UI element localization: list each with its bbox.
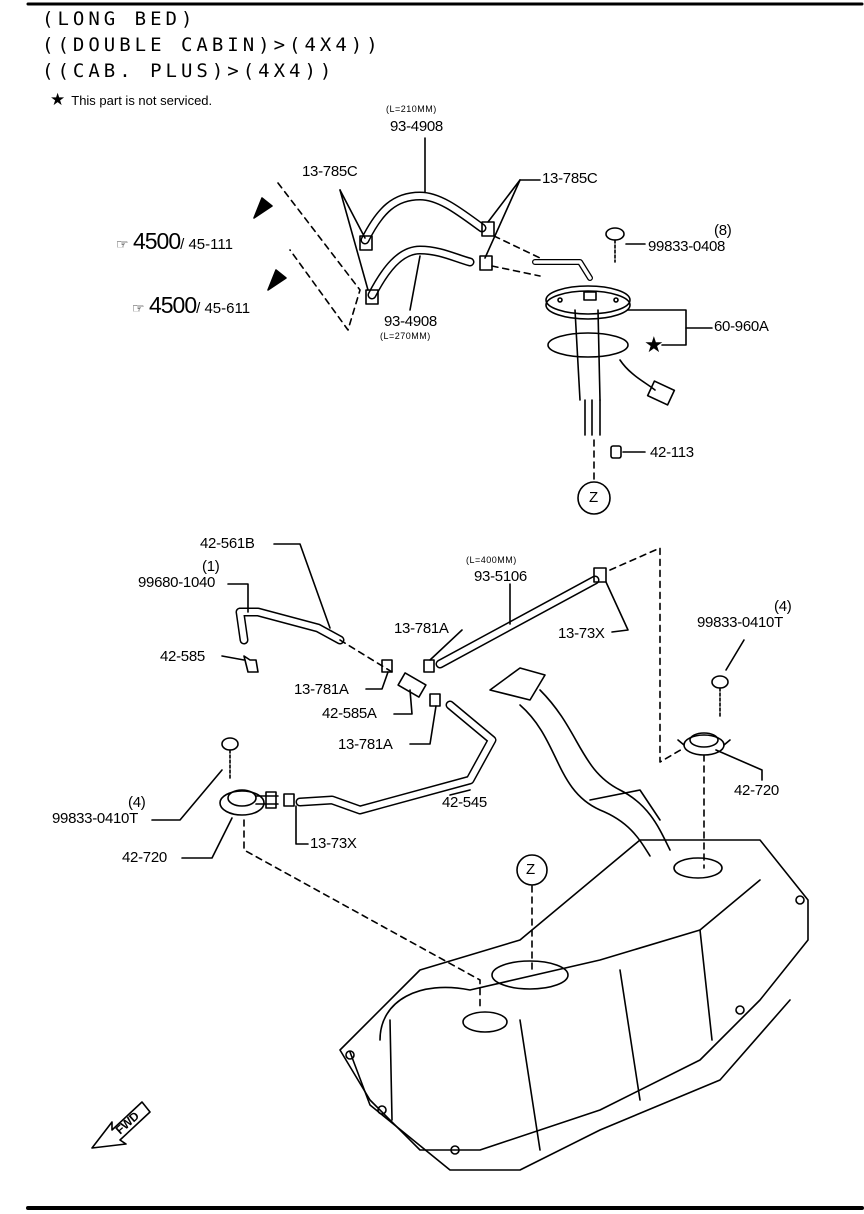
dashed-route-a [277,182,361,331]
label-filter: 42-113 [650,444,694,461]
arrow-2 [267,269,287,291]
clamp-73x-bottom [283,793,295,807]
part-42-585 [243,655,259,673]
label-clamp-right: 13-785C [542,170,598,187]
header-line-1: (LONG BED) [42,8,197,30]
label-clamp-781-b: 13-781A [294,681,349,698]
label-screw: 99833-0408 [648,238,726,255]
label-screw-qty: (8) [714,222,732,239]
label-hose-5106: 93-5106 [474,568,527,585]
valve-42-720-left [219,789,279,816]
clamp-73x-top [593,567,607,583]
pointer-hand-icon: ☞ [116,236,129,252]
label-hose-545: 42-545 [442,794,487,811]
valve-42-720-right [677,732,731,756]
label-valve-left: 42-720 [122,849,167,866]
filler-neck [489,667,671,857]
label-hose-bottom-dim: (L=270MM) [380,331,431,341]
star-icon: ★ [50,90,66,109]
clamp-1 [359,235,373,251]
hose-upper-top [360,191,487,245]
label-screw-qty-right: (4) [774,598,792,615]
screw-0408 [605,227,625,263]
label-hose-top: 93-4908 [390,118,443,135]
ref-4500-45-611: ☞ 4500/ 45-611 [132,292,251,318]
arrow-1 [253,197,273,219]
label-sender: 60-960A [714,318,769,335]
label-callout-z-lower: Z [526,861,535,878]
sender-star-icon: ★ [644,332,664,357]
label-pipe-561: 42-561B [200,535,255,552]
joint-42-585a [381,659,441,707]
label-part-585: 42-585 [160,648,205,665]
label-screw-right: 99833-0410T [697,614,783,631]
label-screw-left: 99833-0410T [52,810,138,827]
header-line-3: ((CAB. PLUS)>(4X4)) [42,60,336,82]
clamp-4 [479,255,493,271]
label-hose-bottom: 93-4908 [384,313,437,330]
label-hose-top-dim: (L=210MM) [386,104,437,114]
ref-4500-45-111: ☞ 4500/ 45-111 [116,228,233,254]
label-clamp-left: 13-785C [302,163,358,180]
pipe-42-561b [235,607,345,645]
label-bolt-qty-left: (1) [202,558,220,575]
callout-z-upper [577,481,611,515]
label-hose-5106-dim: (L=400MM) [466,555,517,565]
screw-left [221,737,239,781]
hose-93-5106 [435,575,600,669]
label-valve-right: 42-720 [734,782,779,799]
hose-42-545 [295,700,497,815]
filter-42-113 [610,445,622,459]
label-clamp-73x-top: 13-73X [558,625,605,642]
label-clamp-781-c: 13-781A [338,736,393,753]
label-screw-qty-left: (4) [128,794,146,811]
label-clamp-73x-bottom: 13-73X [310,835,357,852]
fuel-tank [339,839,809,1171]
note-text: This part is not serviced. [71,93,213,108]
fuel-sender-unit [532,259,676,436]
label-clamp-781-a: 13-781A [394,620,449,637]
not-serviced-note: ★ This part is not serviced. [50,90,212,110]
hose-upper-bottom [367,245,475,300]
label-callout-z-upper: Z [589,489,598,506]
label-bolt-left: 99680-1040 [138,574,216,591]
callout-z-lower [516,854,548,886]
screw-right [711,675,729,717]
label-joint-585a: 42-585A [322,705,377,722]
fwd-arrow-icon [91,1101,151,1149]
clamp-2 [365,289,379,305]
header-line-2: ((DOUBLE CABIN)>(4X4)) [42,34,382,56]
pointer-hand-icon: ☞ [132,300,145,316]
